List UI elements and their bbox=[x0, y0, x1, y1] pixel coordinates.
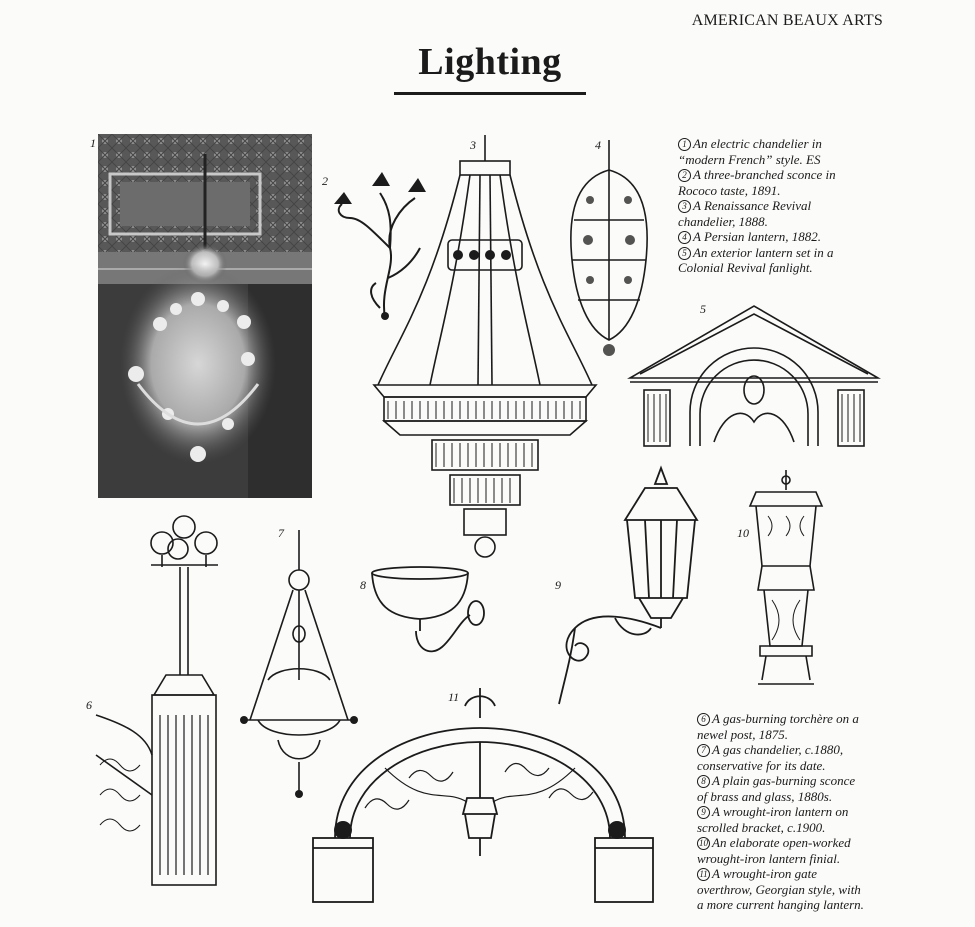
caption-text: A gas chandelier, c.1880, bbox=[712, 742, 844, 757]
caption-text: A plain gas-burning sconce bbox=[712, 773, 856, 788]
caption-text: An exterior lantern set in a bbox=[693, 244, 834, 260]
caption-line: overthrow, Georgian style, with bbox=[697, 882, 864, 898]
caption-line: scrolled bracket, c.1900. bbox=[697, 820, 864, 836]
figure-number-9: 9 bbox=[555, 578, 561, 592]
caption-text: “modern French” style. ES bbox=[678, 151, 821, 167]
torchere-newel-drawing bbox=[95, 515, 218, 886]
caption-line: chandelier, 1888. bbox=[678, 214, 836, 230]
caption-text: An elaborate open-worked bbox=[712, 835, 851, 850]
caption-line: of brass and glass, 1880s. bbox=[697, 789, 864, 805]
circled-number-marker: 8 bbox=[697, 775, 710, 788]
circled-number-marker: 11 bbox=[697, 868, 710, 881]
caption-text: An electric chandelier in bbox=[693, 136, 822, 151]
bracket-lantern-drawing bbox=[558, 465, 699, 705]
caption-text: overthrow, Georgian style, with bbox=[697, 881, 861, 897]
renaissance-chandelier-drawing bbox=[372, 135, 598, 558]
circled-number-marker: 4 bbox=[678, 231, 691, 244]
gas-chandelier-drawing bbox=[240, 530, 358, 798]
caption-line: a more current hanging lantern. bbox=[697, 897, 864, 913]
caption-text: chandelier, 1888. bbox=[678, 213, 768, 229]
caption-text: wrought-iron lantern finial. bbox=[697, 850, 841, 866]
caption-line: newel post, 1875. bbox=[697, 727, 864, 743]
caption-line: Rococo taste, 1891. bbox=[678, 183, 836, 199]
caption-text: Rococo taste, 1891. bbox=[678, 182, 781, 198]
lantern-finial-drawing bbox=[748, 470, 824, 685]
figure-number-4: 4 bbox=[595, 138, 601, 152]
page-title: Lighting bbox=[418, 41, 562, 83]
caption-line: wrought-iron lantern finial. bbox=[697, 851, 864, 867]
figure-number-10: 10 bbox=[737, 526, 749, 540]
figure-number-1: 1 bbox=[90, 136, 96, 150]
circled-number-marker: 3 bbox=[678, 200, 691, 213]
caption-text: of brass and glass, 1880s. bbox=[697, 788, 833, 804]
caption-line: Colonial Revival fanlight. bbox=[678, 260, 836, 276]
caption-text: A wrought-iron lantern on bbox=[712, 804, 849, 819]
running-header: AMERICAN BEAUX ARTS bbox=[691, 12, 883, 29]
figure-number-6: 6 bbox=[86, 698, 92, 712]
fanlight-drawing bbox=[627, 305, 881, 447]
figure-number-2: 2 bbox=[322, 174, 328, 188]
caption-text: newel post, 1875. bbox=[697, 726, 788, 742]
figure-number-11: 11 bbox=[448, 690, 460, 704]
gas-sconce-drawing bbox=[371, 566, 485, 653]
circled-number-marker: 10 bbox=[697, 837, 710, 850]
circled-number-marker: 7 bbox=[697, 744, 710, 757]
caption-line: conservative for its date. bbox=[697, 758, 864, 774]
circled-number-marker: 5 bbox=[678, 246, 691, 260]
chandelier-photo bbox=[98, 134, 312, 498]
figure-number-8: 8 bbox=[360, 578, 366, 592]
figure-number-3: 3 bbox=[470, 138, 476, 152]
figure-number-5: 5 bbox=[700, 302, 706, 316]
circled-number-marker: 2 bbox=[678, 169, 691, 182]
caption-text: a more current hanging lantern. bbox=[697, 897, 864, 912]
caption-text: A Renaissance Revival bbox=[693, 198, 812, 213]
caption-line: “modern French” style. ES bbox=[678, 152, 836, 168]
persian-lantern-drawing bbox=[570, 140, 648, 356]
caption-text: scrolled bracket, c.1900. bbox=[697, 819, 826, 835]
caption-text: conservative for its date. bbox=[697, 757, 826, 773]
caption-text: Colonial Revival fanlight. bbox=[678, 260, 813, 275]
gate-overthrow-drawing bbox=[312, 688, 654, 903]
caption-text: A Persian lantern, 1882. bbox=[693, 229, 821, 244]
rococo-sconce-drawing bbox=[334, 172, 426, 320]
circled-number-marker: 6 bbox=[697, 713, 710, 726]
circled-number-marker: 9 bbox=[697, 806, 710, 819]
caption-text: A wrought-iron gate bbox=[712, 866, 817, 881]
figure-number-7: 7 bbox=[278, 526, 284, 540]
title-underline bbox=[394, 92, 586, 95]
caption-text: A gas-burning torchère on a bbox=[712, 711, 859, 726]
caption-text: A three-branched sconce in bbox=[693, 167, 836, 182]
circled-number-marker: 1 bbox=[678, 138, 691, 151]
